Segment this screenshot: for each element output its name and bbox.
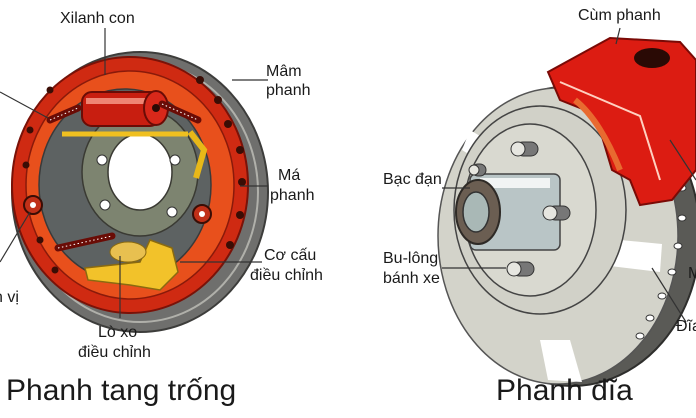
label-bearing: Bạc đạn	[383, 171, 442, 188]
label-backing-plate-line1: Mâm	[266, 63, 302, 80]
label-wheel-cylinder: Xilanh con	[60, 10, 135, 27]
label-pad-partial: M	[688, 265, 696, 282]
label-lug-bolt-line1: Bu-lông	[383, 250, 439, 267]
lug-bolts	[468, 141, 571, 277]
label-brake-shoe-line1: Má	[278, 167, 301, 184]
label-adjuster-spring-line2: điều chỉnh	[78, 344, 151, 361]
label-brake-shoe-line2: phanh	[270, 187, 315, 204]
label-caliper: Cùm phanh	[578, 7, 661, 24]
label-locator-partial: n vị	[0, 289, 19, 306]
label-backing-plate-line2: phanh	[266, 82, 311, 99]
label-adjuster-spring-line1: Lò xo	[98, 324, 138, 341]
label-disc-partial: Đĩa	[676, 318, 696, 335]
drum-brake-illustration	[0, 28, 269, 333]
label-adjuster-line1: Cơ cấu	[264, 247, 317, 264]
title-drum-brake: Phanh tang trống	[6, 374, 237, 407]
label-lug-bolt-line2: bánh xe	[383, 270, 440, 287]
title-disc-brake: Phanh đĩa	[496, 374, 633, 407]
label-adjuster-line2: điều chỉnh	[250, 267, 323, 284]
disc-brake-illustration	[437, 27, 696, 387]
